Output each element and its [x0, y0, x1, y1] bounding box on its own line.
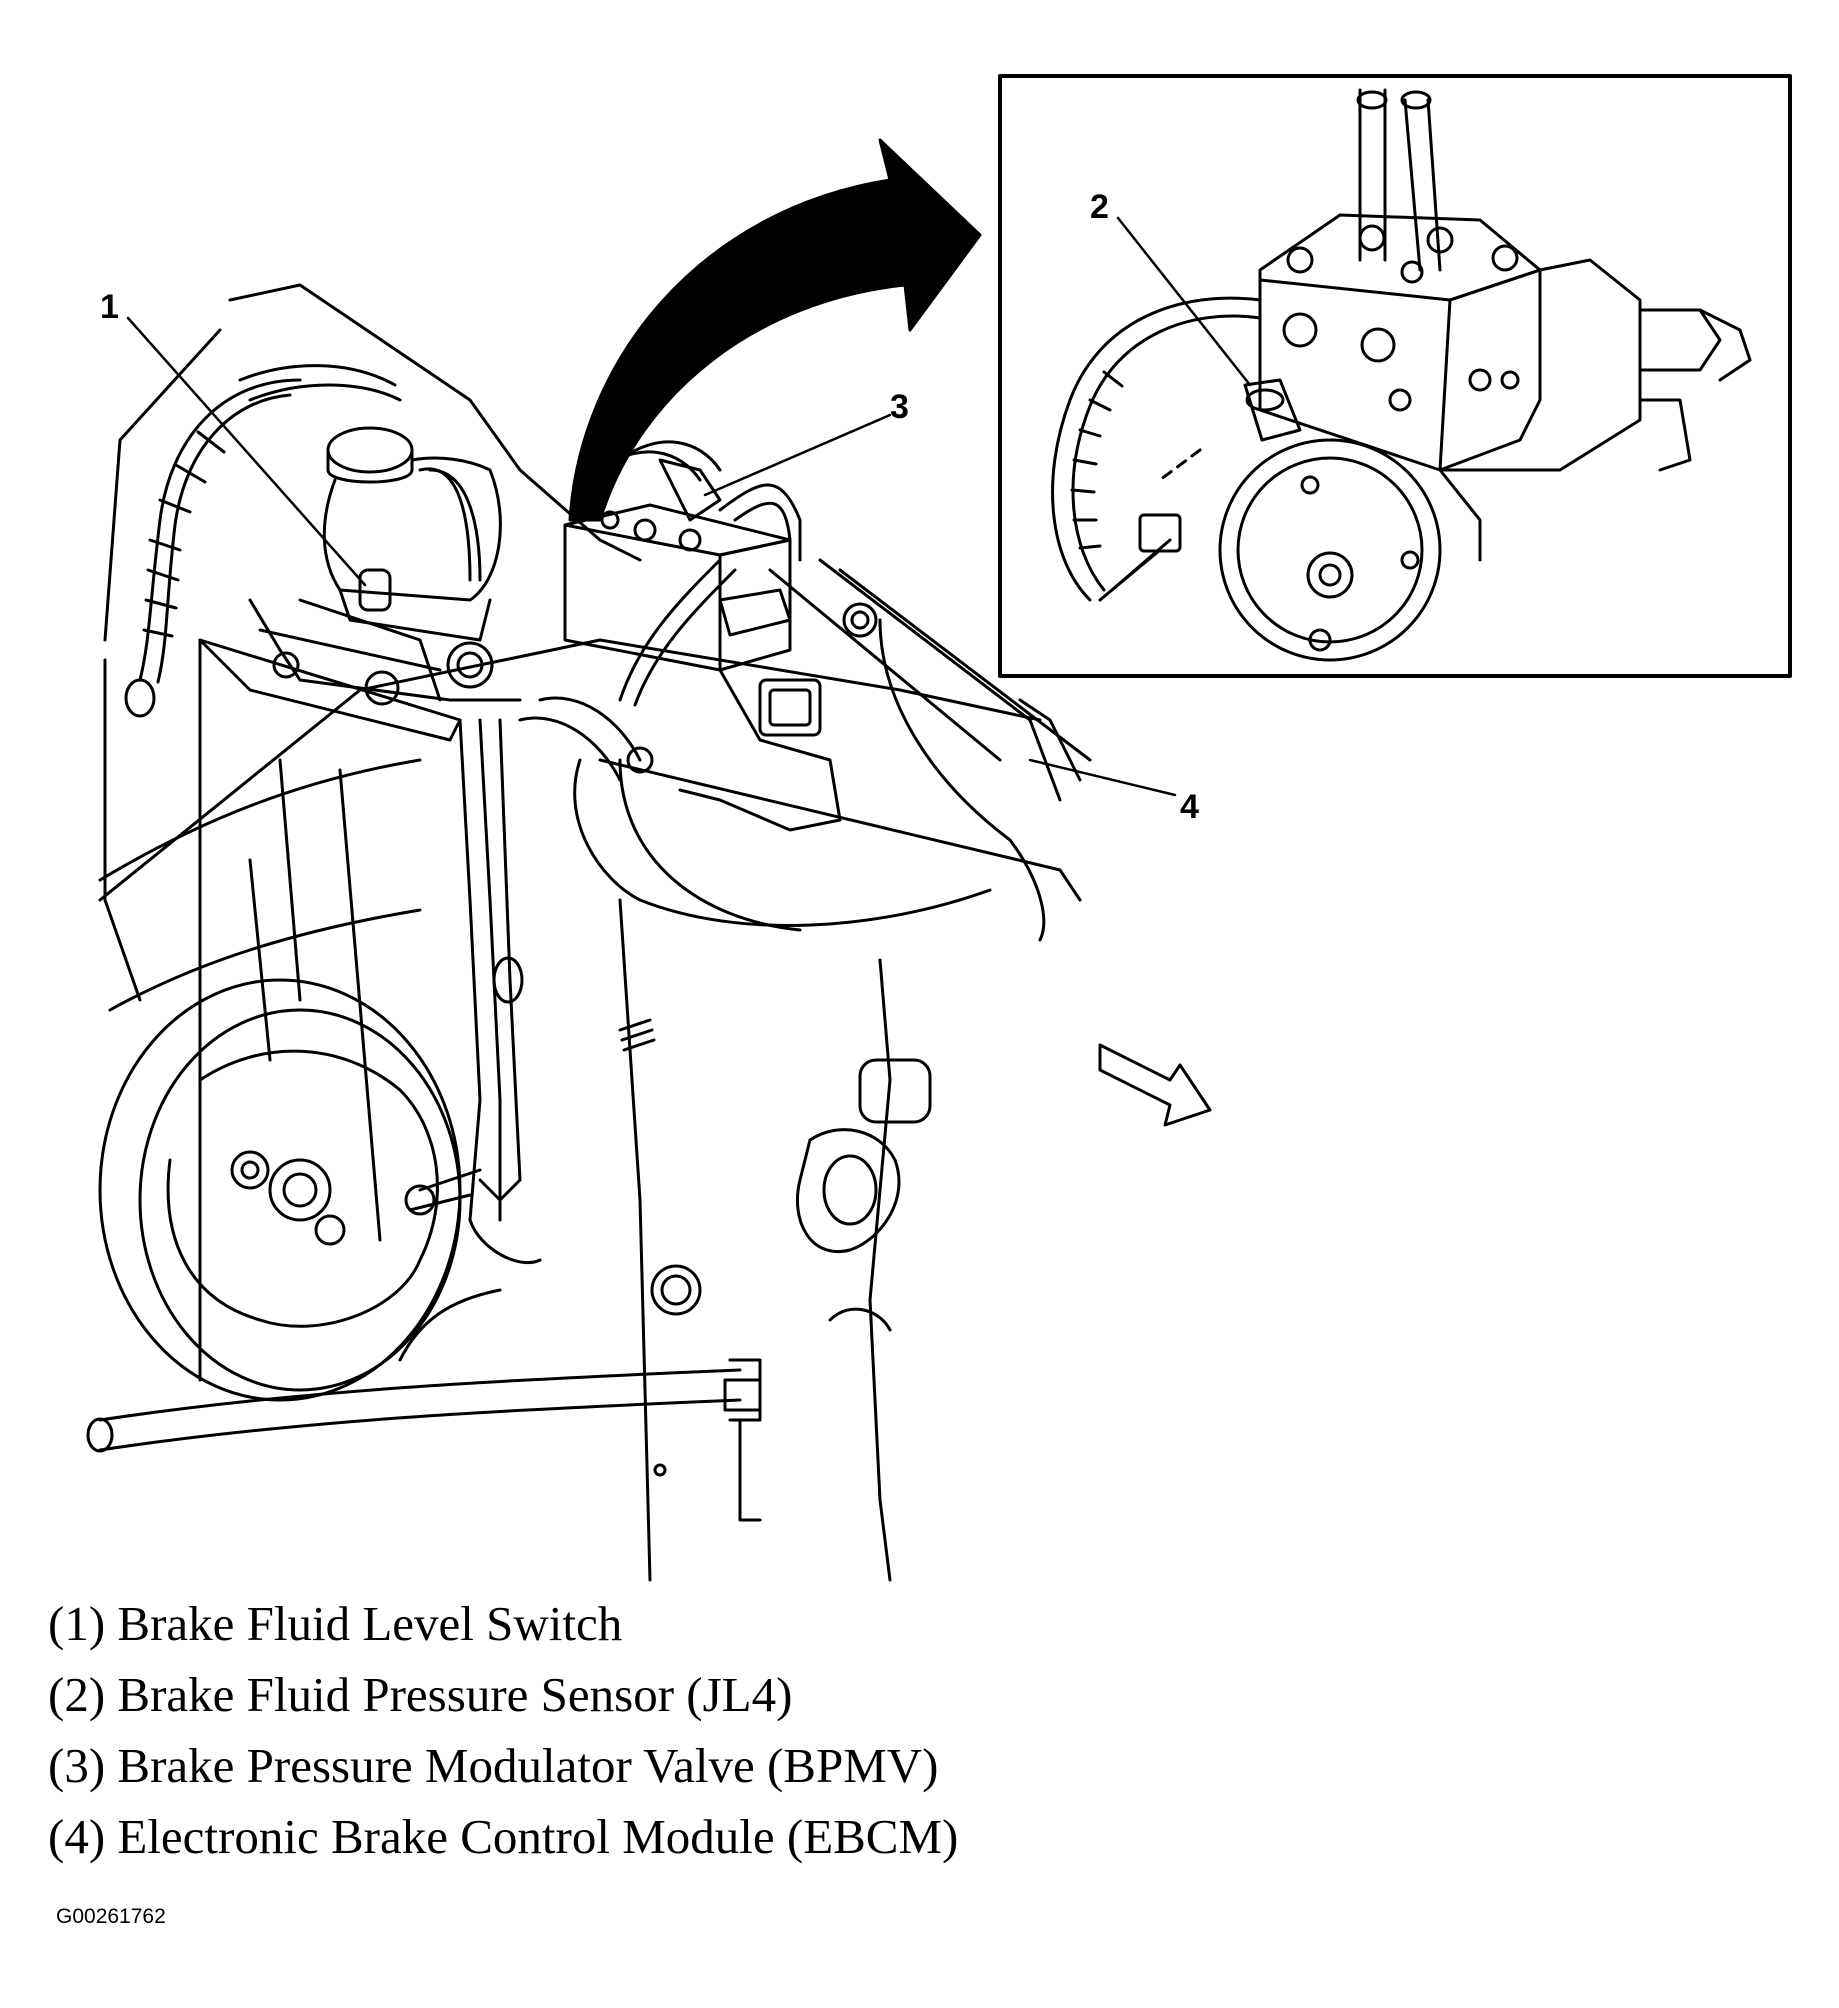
zoom-arrow-icon	[568, 138, 982, 522]
engine-bay-illustration	[86, 283, 1212, 1582]
callout-3-label: 3	[890, 388, 909, 426]
callout-4-label: 4	[1180, 788, 1199, 826]
component-legend: (1) Brake Fluid Level Switch (2) Brake F…	[48, 1588, 958, 1872]
callout-leaders	[126, 216, 1252, 797]
figure-id: G00261762	[56, 1905, 166, 1928]
legend-item-2: (2) Brake Fluid Pressure Sensor (JL4)	[48, 1667, 793, 1722]
callout-2-label: 2	[1090, 188, 1109, 226]
bpmv-inset-detail	[998, 74, 1792, 678]
vehicle-front-arrow-icon	[1098, 1043, 1212, 1127]
legend-item-1: (1) Brake Fluid Level Switch	[48, 1596, 623, 1651]
inset-frame	[998, 74, 1792, 678]
brake-system-diagram: 1 2 3 4	[86, 74, 1792, 1582]
callout-1-label: 1	[100, 288, 119, 326]
legend-item-3: (3) Brake Pressure Modulator Valve (BPMV…	[48, 1738, 939, 1793]
legend-item-4: (4) Electronic Brake Control Module (EBC…	[48, 1809, 959, 1864]
